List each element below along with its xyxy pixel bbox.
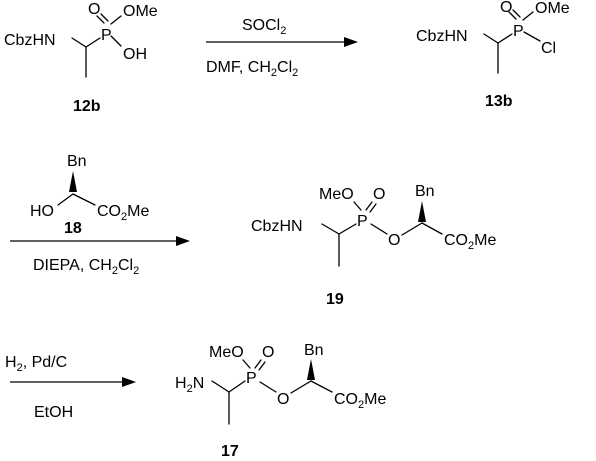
bond-ho-c (57, 193, 74, 206)
ho-label: HO (30, 203, 54, 220)
bond-p-o-ester (370, 223, 388, 235)
bond-p-cl (523, 31, 541, 42)
phosphorus-label: P (513, 23, 524, 40)
compound-label: 18 (64, 220, 82, 237)
reaction-step-3: H2, Pd/C EtOH (5, 354, 136, 421)
co2me-label: CO2Me (334, 391, 386, 411)
bond-p-o-double-2 (369, 203, 377, 213)
bond-p-ome (242, 359, 251, 369)
amine-label: H2N (175, 375, 204, 395)
bond-c-p (338, 223, 357, 235)
cbzhn-label: CbzHN (416, 28, 468, 45)
cbzhn-label: CbzHN (251, 218, 303, 235)
ome-label: OMe (535, 0, 570, 17)
bond-p-o-ester (259, 381, 277, 393)
cl-label: Cl (541, 40, 556, 57)
oxo-label: O (262, 344, 274, 361)
phosphorus-label: P (101, 27, 112, 44)
bond-n-c (321, 223, 340, 235)
phosphorus-label: P (357, 213, 368, 230)
bond-p-o-double-2 (512, 9, 521, 18)
reagent-above: SOCl2 (242, 17, 286, 37)
bond-p-o-double-1 (365, 201, 373, 211)
cbzhn-label: CbzHN (4, 32, 56, 49)
bond-n-c (483, 33, 499, 44)
bond-p-o-double-1 (96, 15, 105, 24)
bond-n-c (71, 37, 87, 48)
phosphorus-label: P (246, 370, 257, 387)
bond-p-o-double-2 (100, 13, 109, 22)
bond-c-p (497, 33, 513, 44)
reaction-step-1: SOCl2 DMF, CH2Cl2 (206, 17, 358, 79)
compound-label: 17 (221, 443, 239, 460)
bond-c-p (85, 37, 101, 48)
wedge-bond (418, 201, 426, 222)
bond-c-ester (72, 193, 96, 206)
bond-n-c (211, 380, 230, 393)
bn-label: Bn (415, 183, 435, 200)
oh-label: OH (123, 46, 147, 63)
bn-label: Bn (304, 342, 324, 359)
bond-o-c (290, 380, 312, 394)
compound-18: Bn HO CO2Me 18 (30, 153, 149, 237)
ester-oxygen-label: O (277, 391, 289, 408)
ome-label: OMe (123, 3, 158, 20)
bond-c-p (228, 380, 246, 393)
meo-label: MeO (209, 344, 244, 361)
bond-p-ome (110, 15, 122, 25)
reaction-step-2: Bn HO CO2Me 18 DIEPA, CH2Cl2 (10, 153, 190, 277)
compound-label: 12b (73, 98, 101, 115)
co2me-label: CO2Me (97, 203, 149, 223)
bond-p-ome (522, 11, 534, 21)
bond-p-o-double-2 (258, 361, 266, 371)
bond-c-ester (310, 380, 333, 393)
wedge-bond (69, 171, 77, 192)
compound-19: CbzHN P MeO O O Bn CO2Me 19 (251, 183, 496, 308)
bond-p-o-double-1 (254, 359, 262, 369)
bond-c-ester (421, 222, 443, 235)
conditions-below: DMF, CH2Cl2 (206, 59, 298, 79)
arrow-head (176, 236, 190, 246)
bond-p-ome (353, 201, 362, 211)
wedge-bond (307, 359, 315, 380)
bond-o-c (401, 222, 423, 236)
ester-oxygen-label: O (388, 232, 400, 249)
meo-label: MeO (319, 186, 354, 203)
arrow-head (122, 377, 136, 387)
oxo-label: O (88, 1, 100, 18)
conditions-below: DIEPA, CH2Cl2 (33, 257, 139, 277)
compound-label: 19 (326, 291, 344, 308)
co2me-label: CO2Me (444, 232, 496, 252)
bond-p-oh (110, 35, 122, 47)
compound-13b: CbzHN P O OMe Cl 13b (416, 0, 570, 110)
oxo-label: O (500, 0, 512, 16)
compound-label: 13b (485, 93, 513, 110)
compound-12b: CbzHN P O OMe OH 12b (4, 1, 158, 115)
conditions-below: EtOH (34, 404, 73, 421)
oxo-label: O (373, 186, 385, 203)
arrow-head (344, 37, 358, 47)
compound-17: H2N P MeO O O Bn CO2Me 17 (175, 342, 386, 460)
bn-label: Bn (67, 153, 87, 170)
bond-p-o-double-1 (508, 11, 517, 20)
reagent-above: H2, Pd/C (5, 354, 67, 374)
